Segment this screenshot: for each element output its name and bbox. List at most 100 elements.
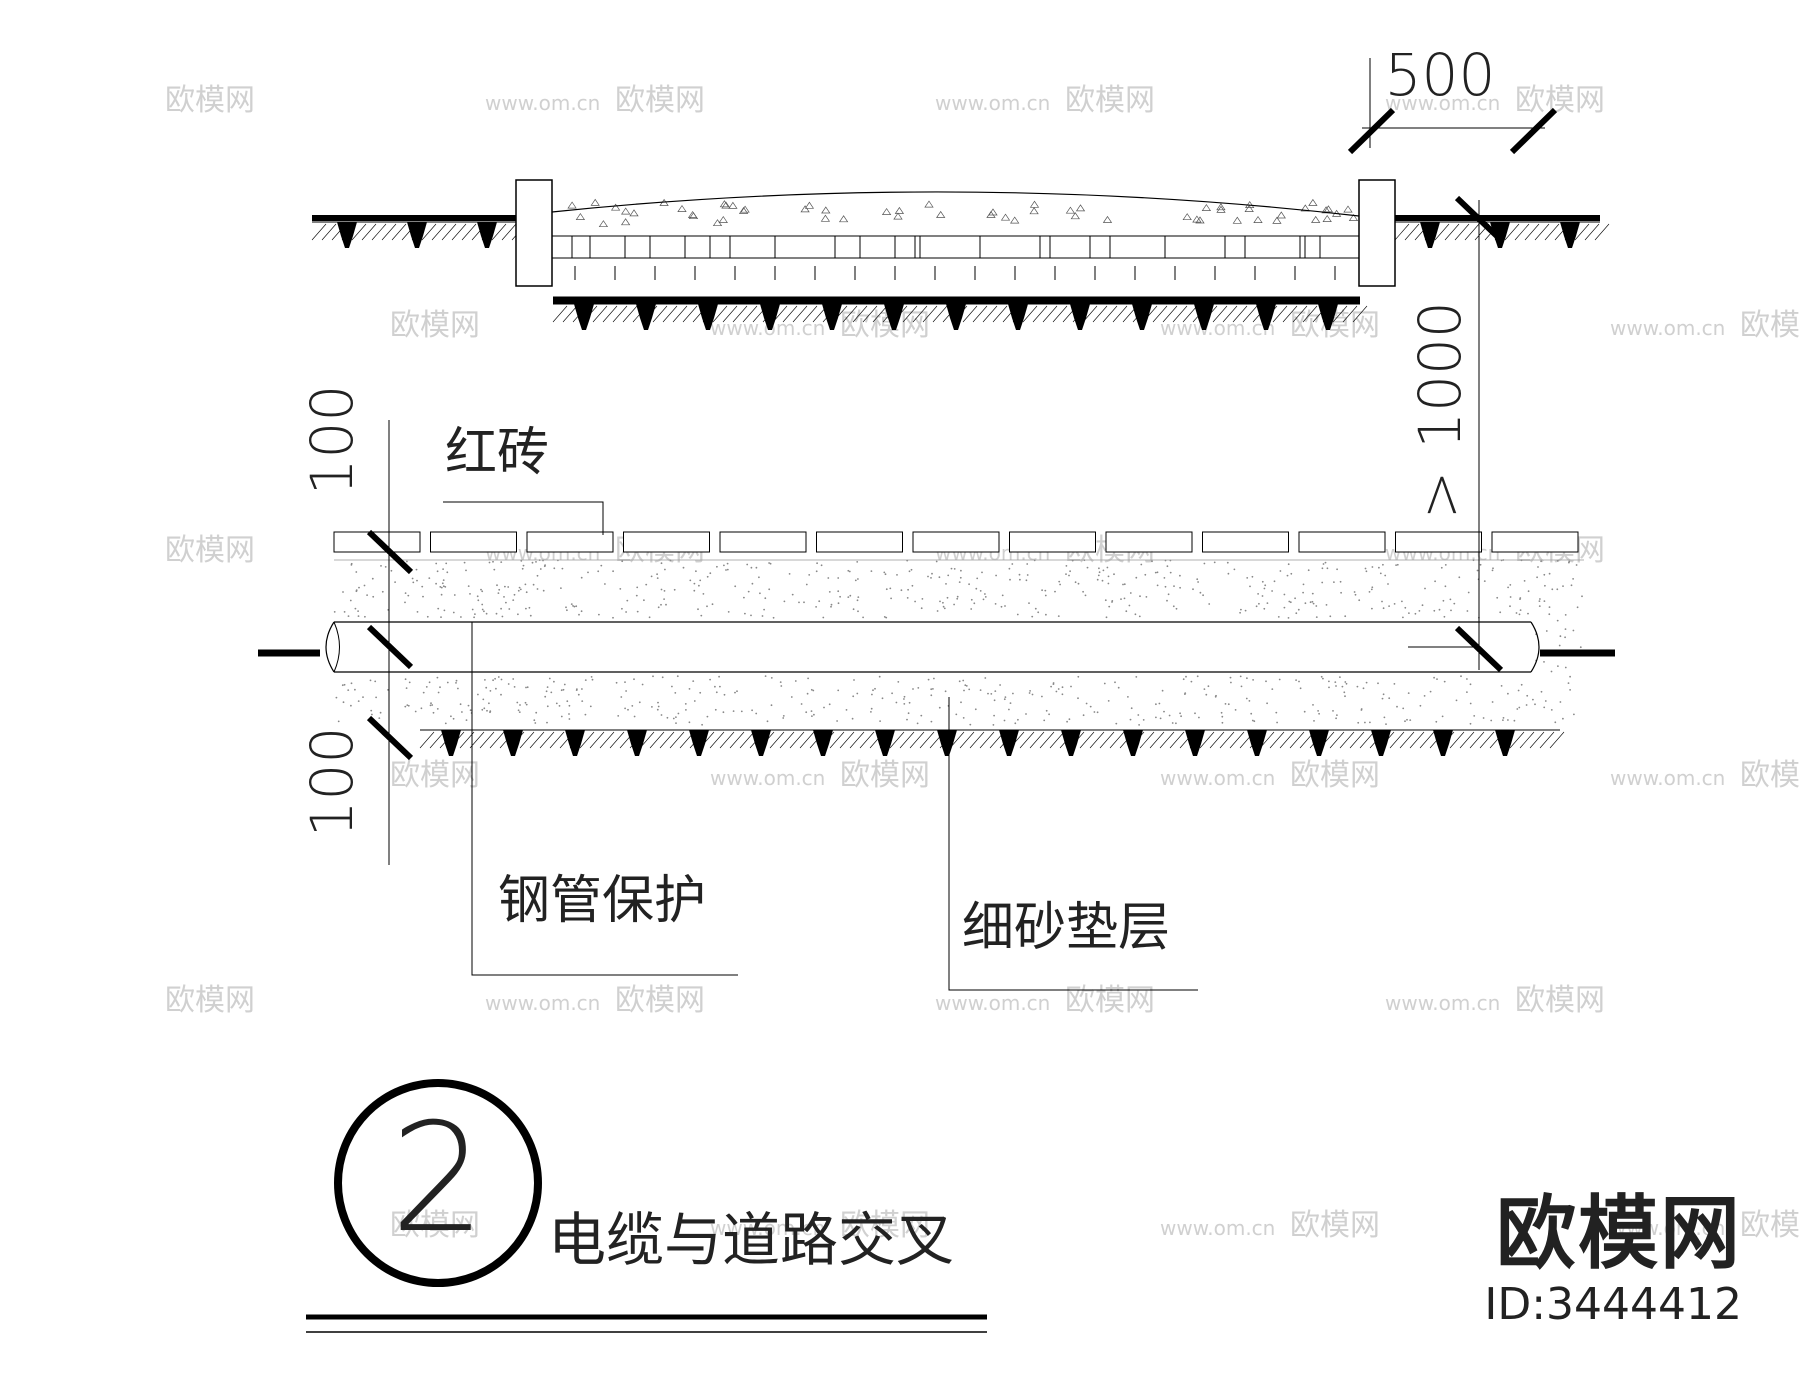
sand-grain (1371, 607, 1373, 610)
ground-trench-bottom-hatch (1289, 731, 1305, 749)
watermark-logo: 欧模网 (165, 83, 255, 118)
sand-grain (910, 568, 913, 571)
sand-grain (524, 583, 527, 586)
sand-grain (1536, 576, 1538, 579)
sand-grain (1207, 685, 1210, 688)
sand-grain (1065, 573, 1067, 575)
ground-top-left-hatch (501, 223, 517, 241)
sand-grain (660, 714, 663, 716)
sand-grain (677, 712, 680, 715)
sand-grain (1362, 687, 1365, 690)
ground-road-base-hatch (1272, 305, 1288, 323)
sand-grain (1123, 597, 1126, 600)
sand-grain (889, 587, 892, 590)
ground-road-base-marker (1008, 304, 1028, 330)
sand-grain (333, 611, 336, 613)
sand-grain (1569, 689, 1571, 691)
sand-grain (759, 592, 761, 595)
sand-grain (688, 688, 691, 690)
sand-grain (1379, 572, 1382, 575)
sand-grain (837, 577, 840, 579)
sand-grain (947, 574, 950, 577)
aggregate-mark (1232, 216, 1242, 224)
pavement-block (1049, 235, 1111, 259)
ground-top-left-hatch (431, 223, 447, 241)
sand-grain (932, 688, 934, 690)
sand-grain (1239, 611, 1241, 614)
ground-trench-bottom-hatch (1469, 731, 1485, 749)
sand-grain (839, 595, 841, 598)
sand-grain (1290, 572, 1293, 575)
aggregate-mark (1300, 204, 1310, 212)
sand-grain (1093, 711, 1096, 713)
sand-grain (587, 571, 589, 574)
ground-top-left-hatch (461, 223, 477, 241)
sand-grain (467, 585, 470, 587)
sand-grain (517, 589, 520, 592)
sand-grain (987, 692, 989, 695)
sand-grain (1139, 595, 1141, 598)
sand-grain (1213, 561, 1216, 564)
sand-grain (416, 611, 419, 613)
sand-grain (1371, 566, 1374, 568)
sand-grain (1003, 719, 1006, 722)
sand-grain (1155, 703, 1157, 706)
sand-grain (1025, 579, 1028, 582)
watermark-site: www.om.cn (1610, 1216, 1725, 1240)
sand-grain (455, 679, 458, 682)
watermark-logo: 欧模网 (390, 1208, 480, 1243)
sand-grain (661, 676, 664, 679)
sand-grain (476, 595, 479, 598)
sand-grain (1129, 592, 1132, 594)
sand-grain (1082, 590, 1084, 593)
sand-grain (657, 705, 660, 708)
aggregate-mark (598, 220, 609, 228)
label-steel-pipe: 钢管保护 (498, 871, 706, 931)
sand-grain (1311, 600, 1314, 603)
sand-grain (1329, 615, 1332, 618)
pavement-block (979, 235, 1041, 259)
sand-grain (1328, 680, 1330, 683)
sand-grain (546, 686, 549, 688)
sand-grain (1496, 596, 1499, 599)
sand-grain (1581, 595, 1583, 598)
sand-grain (355, 590, 358, 593)
red-brick (1395, 531, 1482, 553)
ground-trench-bottom-hatch (1019, 731, 1035, 749)
sand-grain (560, 689, 563, 692)
sand-grain (1406, 718, 1408, 721)
sand-grain (1476, 569, 1479, 572)
sand-grain (1516, 708, 1519, 710)
aggregate-mark (1000, 213, 1011, 221)
sand-grain (545, 690, 548, 693)
sand-grain (956, 595, 959, 598)
ground-road-base-marker (636, 304, 656, 330)
sand-grain (660, 603, 662, 606)
sand-grain (1438, 608, 1441, 611)
sand-grain (945, 583, 947, 585)
sand-grain (532, 583, 535, 586)
sand-grain (440, 616, 442, 618)
sand-grain (1240, 685, 1243, 688)
sand-grain (763, 608, 765, 611)
sand-grain (364, 615, 366, 618)
sand-grain (1107, 582, 1110, 585)
sand-grain (422, 595, 424, 598)
sand-grain (1159, 717, 1162, 720)
sand-grain (979, 689, 982, 691)
sand-grain (1251, 575, 1254, 578)
ground-road-base-hatch (652, 305, 668, 323)
sand-grain (1101, 579, 1104, 582)
sand-grain (960, 569, 962, 572)
sand-grain (584, 713, 587, 716)
ground-trench-bottom-hatch (829, 731, 845, 749)
sand-grain (993, 699, 996, 702)
sand-grain (1491, 569, 1494, 572)
sand-grain (1388, 697, 1391, 700)
sand-grain (489, 710, 492, 713)
sand-grain (1365, 681, 1368, 684)
ground-trench-bottom-marker (441, 730, 461, 756)
sand-grain (1312, 602, 1315, 605)
sand-grain (404, 705, 407, 708)
sand-grain (697, 608, 699, 611)
